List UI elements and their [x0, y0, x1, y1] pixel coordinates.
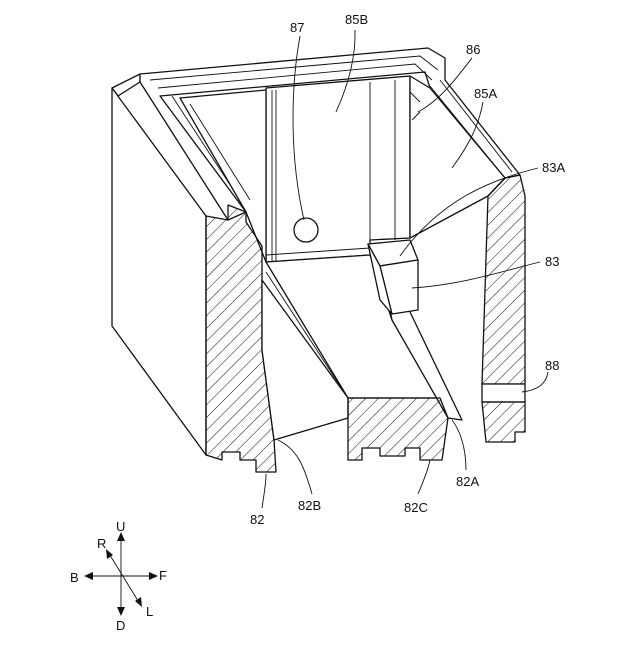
- axis-label-back: B: [70, 570, 79, 585]
- axis-label-right: R: [97, 536, 106, 551]
- leader-82C: [418, 460, 430, 494]
- label-85A: 85A: [474, 86, 497, 101]
- leader-82B: [278, 440, 312, 494]
- right-wall-section: [482, 175, 525, 442]
- label-83: 83: [545, 254, 559, 269]
- label-82: 82: [250, 512, 264, 527]
- axis-label-front: F: [159, 568, 167, 583]
- left-outer-wall: [112, 74, 206, 455]
- label-85B: 85B: [345, 12, 368, 27]
- leader-82A: [452, 420, 466, 470]
- label-82A: 82A: [456, 474, 479, 489]
- leader-88: [522, 372, 548, 392]
- leader-82: [262, 474, 266, 508]
- label-82C: 82C: [404, 500, 428, 515]
- label-83A: 83A: [542, 160, 565, 175]
- label-86: 86: [466, 42, 480, 57]
- label-82B: 82B: [298, 498, 321, 513]
- axis-label-up: U: [116, 519, 125, 534]
- label-87: 87: [290, 20, 304, 35]
- direction-indicator: U D B F R L: [70, 519, 167, 633]
- label-88: 88: [545, 358, 559, 373]
- axis-label-down: D: [116, 618, 125, 633]
- axis-label-left: L: [146, 604, 153, 619]
